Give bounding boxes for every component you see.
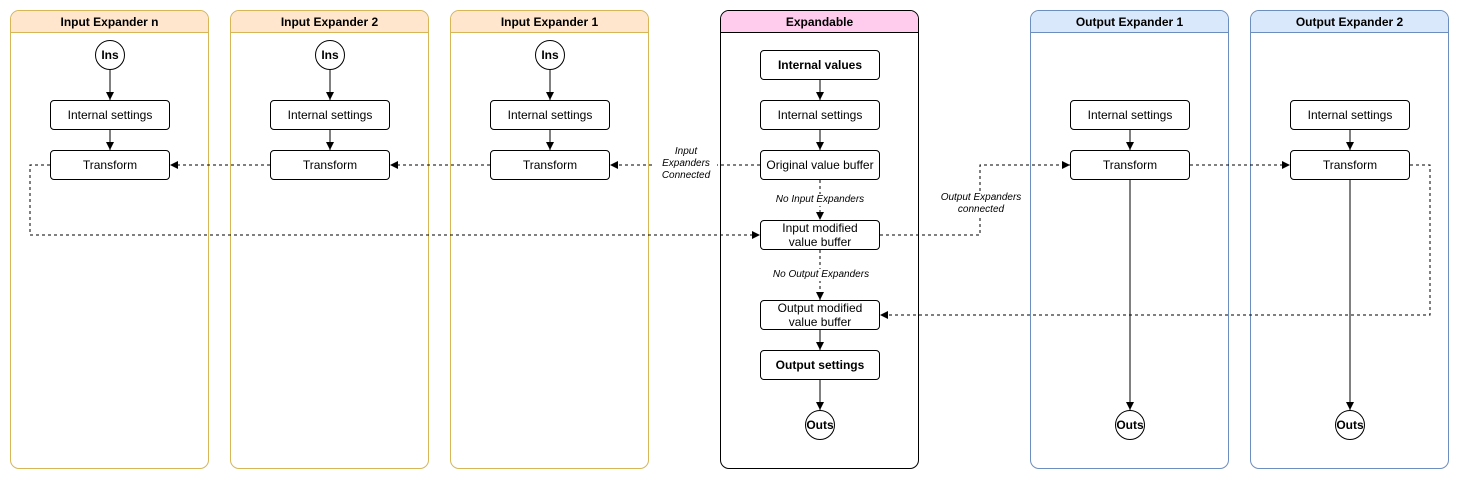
transform-node: Transform bbox=[50, 150, 170, 180]
internal-settings-node: Internal settings bbox=[1290, 100, 1410, 130]
internal-values-node: Internal values bbox=[760, 50, 880, 80]
no-output-expanders-label: No Output Expanders bbox=[765, 269, 877, 281]
internal-settings-node: Internal settings bbox=[1070, 100, 1190, 130]
input-expanders-connected-label: Input Expanders Connected bbox=[655, 146, 717, 182]
transform-node: Transform bbox=[1290, 150, 1410, 180]
lane-input-expander-2: Input Expander 2 bbox=[230, 10, 429, 469]
output-modified-value-buffer-node: Output modified value buffer bbox=[760, 300, 880, 330]
original-value-buffer-node: Original value buffer bbox=[760, 150, 880, 180]
lane-output-expander-1: Output Expander 1 bbox=[1030, 10, 1229, 469]
input-modified-value-buffer-node: Input modified value buffer bbox=[760, 220, 880, 250]
lane-title: Input Expander 2 bbox=[231, 11, 428, 33]
ins-start: Ins bbox=[315, 40, 345, 70]
lane-title: Input Expander 1 bbox=[451, 11, 648, 33]
outs-end: Outs bbox=[805, 410, 835, 440]
lane-input-expander-n: Input Expander n bbox=[10, 10, 209, 469]
transform-node: Transform bbox=[270, 150, 390, 180]
lane-title: Output Expander 1 bbox=[1031, 11, 1228, 33]
no-input-expanders-label: No Input Expanders bbox=[770, 194, 870, 206]
transform-node: Transform bbox=[1070, 150, 1190, 180]
outs-end: Outs bbox=[1335, 410, 1365, 440]
lane-title: Expandable bbox=[721, 11, 918, 33]
internal-settings-node: Internal settings bbox=[50, 100, 170, 130]
outs-end: Outs bbox=[1115, 410, 1145, 440]
internal-settings-node: Internal settings bbox=[490, 100, 610, 130]
ins-start: Ins bbox=[535, 40, 565, 70]
lane-input-expander-1: Input Expander 1 bbox=[450, 10, 649, 469]
internal-settings-node: Internal settings bbox=[760, 100, 880, 130]
transform-node: Transform bbox=[490, 150, 610, 180]
lane-title: Input Expander n bbox=[11, 11, 208, 33]
internal-settings-node: Internal settings bbox=[270, 100, 390, 130]
lane-output-expander-2: Output Expander 2 bbox=[1250, 10, 1449, 469]
output-settings-node: Output settings bbox=[760, 350, 880, 380]
output-expanders-connected-label: Output Expanders connected bbox=[934, 192, 1028, 216]
lane-title: Output Expander 2 bbox=[1251, 11, 1448, 33]
ins-start: Ins bbox=[95, 40, 125, 70]
